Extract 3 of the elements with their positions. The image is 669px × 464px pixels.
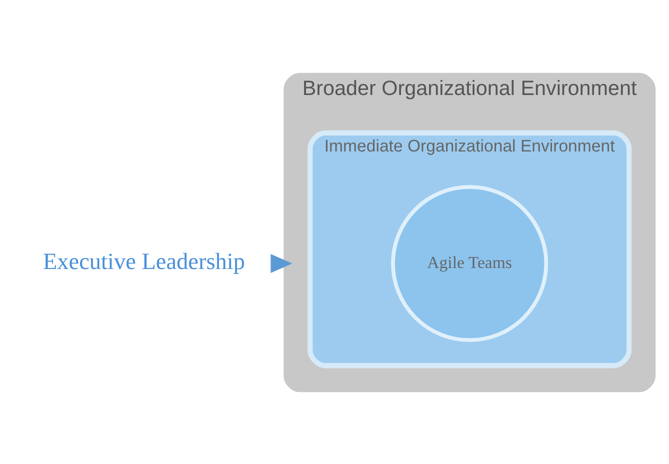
arrow xyxy=(270,254,292,272)
node-text: Executive Leadership xyxy=(42,248,246,275)
node-circle: Agile Teams xyxy=(391,184,548,342)
